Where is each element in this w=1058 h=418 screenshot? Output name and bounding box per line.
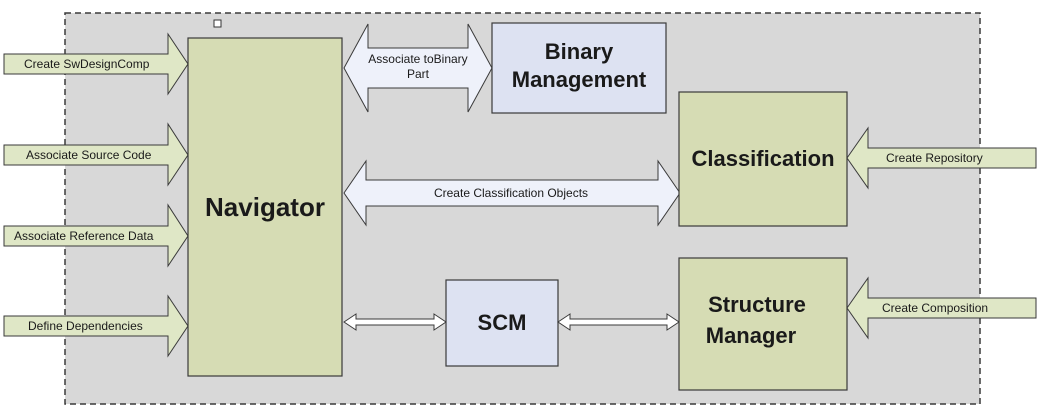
input-label-create-swdesigncomp: Create SwDesignComp bbox=[24, 57, 150, 71]
input-arrow-create-repository: Create Repository bbox=[846, 126, 1037, 190]
scm-box: SCM bbox=[445, 279, 559, 367]
scm-label: SCM bbox=[478, 310, 527, 335]
structure-manager-label-line1: Structure bbox=[708, 292, 806, 317]
input-arrow-create-composition: Create Composition bbox=[846, 276, 1037, 340]
classification-box: Classification bbox=[678, 91, 848, 227]
small-marker bbox=[213, 19, 222, 28]
link-label-binary-line1: Associate toBinary bbox=[368, 52, 467, 66]
input-label-associate-reference-data: Associate Reference Data bbox=[14, 229, 154, 243]
link-arrow-binary-part: Associate toBinary Part bbox=[343, 23, 493, 113]
classification-label: Classification bbox=[691, 146, 834, 171]
navigator-label: Navigator bbox=[205, 192, 325, 222]
input-label-associate-source-code: Associate Source Code bbox=[26, 148, 152, 162]
input-label-define-dependencies: Define Dependencies bbox=[28, 319, 143, 333]
structure-manager-box: Structure Manager bbox=[678, 257, 848, 391]
input-label-create-composition: Create Composition bbox=[882, 301, 988, 315]
link-label-binary-line2: Part bbox=[407, 67, 430, 81]
structure-manager-label-line2: Manager bbox=[706, 323, 797, 348]
input-label-create-repository: Create Repository bbox=[886, 151, 983, 165]
binary-management-box: Binary Management bbox=[491, 22, 667, 114]
binary-management-label-line1: Binary bbox=[545, 39, 614, 64]
input-arrow-associate-reference-data: Associate Reference Data bbox=[3, 203, 189, 268]
input-arrow-define-dependencies: Define Dependencies bbox=[3, 294, 189, 358]
input-arrow-create-swdesigncomp: Create SwDesignComp bbox=[3, 32, 189, 96]
binary-management-label-line2: Management bbox=[512, 67, 647, 92]
input-arrow-associate-source-code: Associate Source Code bbox=[3, 122, 189, 187]
link-label-classification-objects: Create Classification Objects bbox=[434, 186, 588, 200]
navigator-box: Navigator bbox=[187, 37, 343, 377]
